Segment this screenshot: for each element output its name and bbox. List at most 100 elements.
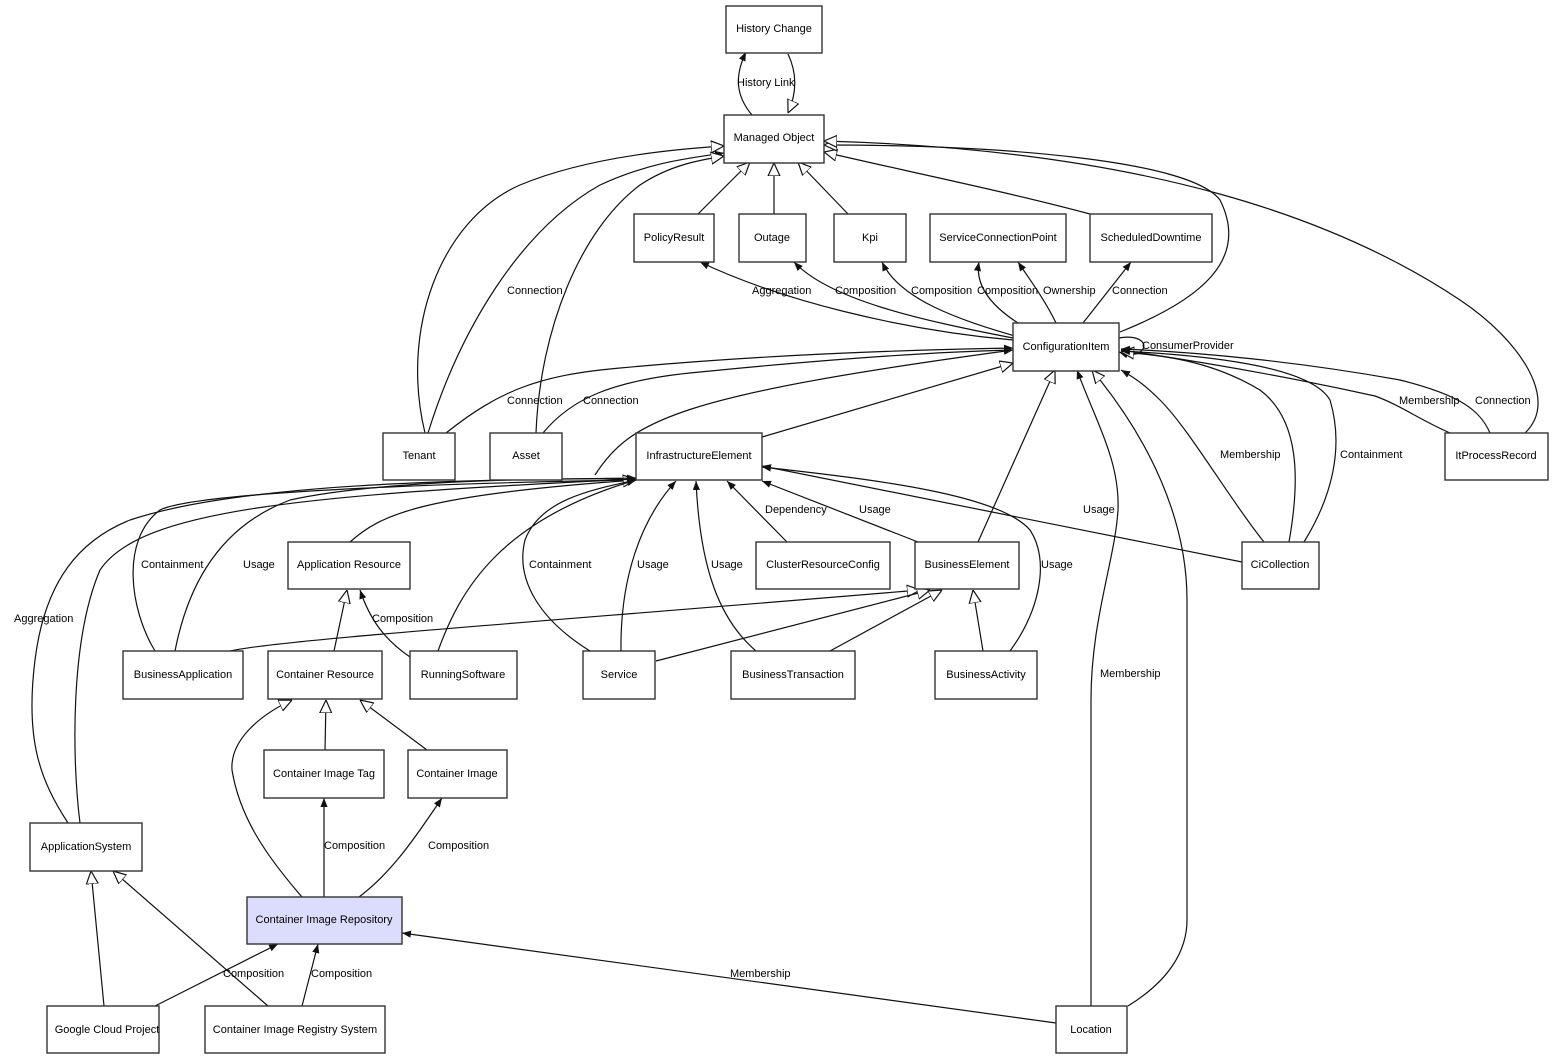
node-configuration-item[interactable]: ConfigurationItem bbox=[1012, 322, 1120, 372]
edge-asset-ci bbox=[542, 346, 1014, 434]
node-application-system[interactable]: ApplicationSystem bbox=[29, 822, 143, 872]
edge-cir-img bbox=[358, 797, 443, 898]
edge-label: Usage bbox=[711, 559, 743, 571]
edge-label: Composition bbox=[372, 613, 433, 625]
node-business-activity[interactable]: BusinessActivity bbox=[934, 650, 1038, 700]
svg-text:ScheduledDowntime: ScheduledDowntime bbox=[1101, 232, 1202, 244]
node-container-image-tag[interactable]: Container Image Tag bbox=[263, 749, 385, 799]
svg-text:BusinessApplication: BusinessApplication bbox=[134, 669, 232, 681]
edge-cirs-as bbox=[113, 871, 269, 1007]
svg-text:ClusterResourceConfig: ClusterResourceConfig bbox=[766, 559, 880, 571]
edge-be-ie bbox=[761, 480, 919, 543]
svg-text:Service: Service bbox=[601, 669, 638, 681]
node-business-transaction[interactable]: BusinessTransaction bbox=[730, 650, 856, 700]
node-it-process-record[interactable]: ItProcessRecord bbox=[1444, 432, 1549, 481]
svg-text:Container Image Registry Syste: Container Image Registry System bbox=[213, 1024, 377, 1036]
edge-crc-ie bbox=[726, 480, 788, 543]
edge-svc-be bbox=[655, 590, 930, 662]
node-outage[interactable]: Outage bbox=[738, 213, 807, 263]
edge-label: Aggregation bbox=[752, 285, 811, 297]
svg-text:RunningSoftware: RunningSoftware bbox=[421, 669, 505, 681]
node-container-image-repository[interactable]: Container Image Repository bbox=[246, 896, 403, 945]
edge-label: History Link bbox=[737, 77, 795, 89]
edge-label: ConsumerProvider bbox=[1142, 340, 1234, 352]
svg-text:InfrastructureElement: InfrastructureElement bbox=[646, 450, 751, 462]
node-running-software[interactable]: RunningSoftware bbox=[409, 650, 518, 700]
edge-bact-be bbox=[973, 590, 984, 652]
node-service[interactable]: Service bbox=[582, 650, 656, 700]
svg-text:CiCollection: CiCollection bbox=[1251, 559, 1310, 571]
edge-location-ci-membership bbox=[1076, 369, 1119, 1006]
edge-ci-kpi bbox=[881, 261, 1016, 337]
node-managed-object[interactable]: Managed Object bbox=[723, 114, 825, 164]
edge-cir-cr bbox=[231, 700, 303, 898]
svg-text:Managed Object: Managed Object bbox=[734, 132, 815, 144]
edge-label: Connection bbox=[1475, 395, 1531, 407]
node-tenant[interactable]: Tenant bbox=[382, 432, 456, 481]
node-service-connection-point[interactable]: ServiceConnectionPoint bbox=[929, 213, 1067, 263]
svg-text:ItProcessRecord: ItProcessRecord bbox=[1455, 450, 1536, 462]
svg-text:ConfigurationItem: ConfigurationItem bbox=[1023, 341, 1110, 353]
edge-label: Composition bbox=[428, 840, 489, 852]
node-history-change[interactable]: History Change bbox=[725, 5, 823, 54]
edge-gcp-as bbox=[91, 871, 105, 1007]
edge-be-ci bbox=[977, 370, 1055, 543]
svg-text:Location: Location bbox=[1070, 1024, 1112, 1036]
edge-ba-be bbox=[229, 590, 920, 652]
edge-kpi-mo bbox=[798, 162, 849, 215]
edge-svc-ie-containment bbox=[522, 478, 637, 652]
edge-cr-appres bbox=[333, 590, 347, 652]
node-container-image[interactable]: Container Image bbox=[407, 749, 508, 799]
edge-rs-ie bbox=[437, 479, 637, 652]
edge-location-ci bbox=[1092, 370, 1188, 1007]
svg-text:BusinessElement: BusinessElement bbox=[925, 559, 1010, 571]
node-google-cloud-project[interactable]: Google Cloud Project bbox=[46, 1005, 160, 1054]
edge-ci-sd bbox=[1082, 261, 1132, 324]
edge-label: Containment bbox=[141, 559, 203, 571]
edge-img-cr bbox=[360, 700, 428, 751]
edge-appres-ie bbox=[349, 480, 636, 543]
svg-text:Outage: Outage bbox=[754, 232, 790, 244]
node-infrastructure-element[interactable]: InfrastructureElement bbox=[635, 432, 763, 481]
svg-text:Asset: Asset bbox=[512, 450, 540, 462]
node-application-resource[interactable]: Application Resource bbox=[287, 541, 411, 590]
edge-label: Usage bbox=[1083, 504, 1115, 516]
edge-as-ie bbox=[74, 475, 637, 824]
edge-svc-ie-usage bbox=[620, 480, 677, 652]
node-business-application[interactable]: BusinessApplication bbox=[122, 650, 244, 700]
edge-label: Connection bbox=[507, 285, 563, 297]
edge-label: Usage bbox=[243, 559, 275, 571]
edge-gcp-cir bbox=[154, 943, 279, 1007]
svg-text:PolicyResult: PolicyResult bbox=[644, 232, 705, 244]
node-policy-result[interactable]: PolicyResult bbox=[633, 213, 715, 263]
edge-label: Aggregation bbox=[14, 613, 73, 625]
node-container-resource[interactable]: Container Resource bbox=[267, 650, 383, 700]
node-kpi[interactable]: Kpi bbox=[833, 213, 907, 263]
node-location[interactable]: Location bbox=[1055, 1005, 1128, 1054]
node-scheduled-downtime[interactable]: ScheduledDowntime bbox=[1089, 213, 1213, 263]
edge-label: Connection bbox=[1112, 285, 1168, 297]
node-cluster-resource-config[interactable]: ClusterResourceConfig bbox=[755, 541, 891, 590]
svg-text:Container Image: Container Image bbox=[416, 768, 497, 780]
edge-ci-mo bbox=[824, 145, 1230, 333]
svg-text:Container Image Tag: Container Image Tag bbox=[273, 768, 375, 780]
node-container-image-registry-system[interactable]: Container Image Registry System bbox=[204, 1005, 386, 1054]
edge-asset-mo bbox=[535, 156, 724, 434]
edge-cirs-cir bbox=[301, 943, 320, 1007]
edge-label: Composition bbox=[311, 968, 372, 980]
edge-bact-ie bbox=[761, 464, 1041, 652]
edge-label: Composition bbox=[977, 285, 1038, 297]
svg-text:History Change: History Change bbox=[736, 23, 812, 35]
node-ci-collection[interactable]: CiCollection bbox=[1241, 541, 1320, 590]
edge-label: Composition bbox=[911, 285, 972, 297]
edge-ba-ie-containment bbox=[132, 476, 637, 652]
node-asset[interactable]: Asset bbox=[489, 432, 563, 481]
svg-text:Kpi: Kpi bbox=[862, 232, 878, 244]
edge-ci-policyresult bbox=[699, 261, 1014, 341]
node-business-element[interactable]: BusinessElement bbox=[914, 541, 1020, 590]
edge-ie-ci bbox=[761, 363, 1013, 438]
svg-text:Google Cloud Project: Google Cloud Project bbox=[55, 1024, 160, 1036]
edge-history-link-in bbox=[788, 53, 795, 113]
edge-cic-ci-membership bbox=[1120, 369, 1265, 543]
